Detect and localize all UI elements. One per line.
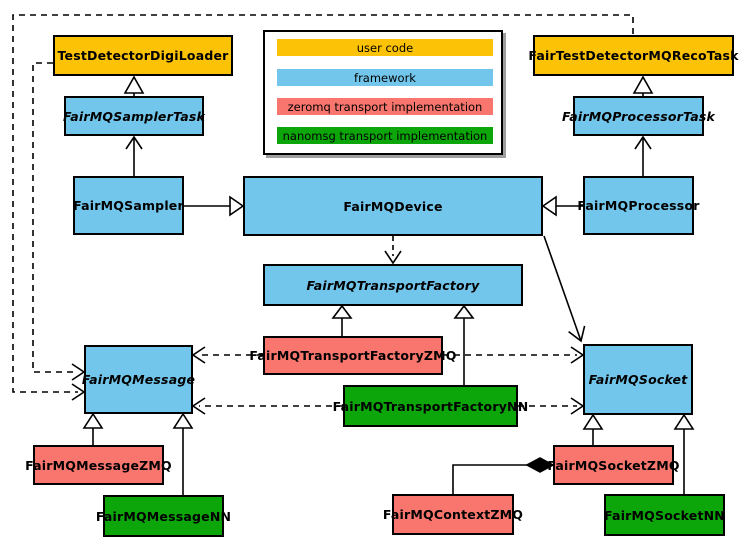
node-fair-test-detector-mq-reco-task: FairTestDetectorMQRecoTask xyxy=(528,35,738,76)
node-fairmq-socket: FairMQSocket xyxy=(583,344,693,415)
legend: user code framework zeromq transport imp… xyxy=(263,30,503,155)
node-fairmq-sampler: FairMQSampler xyxy=(73,176,184,235)
edge-factorynn-inherits-factory xyxy=(453,304,475,385)
node-fairmq-sampler-task: FairMQSamplerTask xyxy=(63,96,205,136)
edge-factoryzmq-to-message xyxy=(191,346,263,364)
node-fairmq-processor-task: FairMQProcessorTask xyxy=(562,96,715,136)
node-fairmq-device: FairMQDevice xyxy=(243,176,543,236)
edge-messagezmq-inherits-message xyxy=(82,412,104,445)
edge-samplertask-to-digiloader xyxy=(123,75,145,96)
edge-device-to-socket xyxy=(543,235,586,343)
legend-item-nanomsg: nanomsg transport implementation xyxy=(277,127,493,144)
node-fairmq-context-zmq: FairMQContextZMQ xyxy=(383,494,523,535)
node-fairmq-transport-factory: FairMQTransportFactory xyxy=(263,264,523,306)
node-fairmq-socket-zmq: FairMQSocketZMQ xyxy=(547,445,679,485)
edge-processor-to-device xyxy=(541,195,583,217)
node-fairmq-transport-factory-nn: FairMQTransportFactoryNN xyxy=(333,385,528,427)
edge-contextzmq-composition-socketzmq xyxy=(452,457,555,494)
edge-processor-to-processortask xyxy=(634,135,652,176)
edge-socketzmq-inherits-socket xyxy=(582,413,604,445)
edge-processortask-to-recotask xyxy=(632,75,654,96)
edge-messagenn-inherits-message xyxy=(172,412,194,495)
node-fairmq-message-zmq: FairMQMessageZMQ xyxy=(25,445,172,485)
node-fairmq-message: FairMQMessage xyxy=(82,345,195,414)
node-test-detector-digi-loader: TestDetectorDigiLoader xyxy=(53,35,233,76)
edge-factorynn-to-message xyxy=(191,397,343,415)
edge-sampler-to-samplertask xyxy=(125,135,143,176)
node-fairmq-transport-factory-zmq: FairMQTransportFactoryZMQ xyxy=(249,336,456,375)
edge-factoryzmq-inherits-factory xyxy=(331,304,353,336)
legend-item-zeromq: zeromq transport implementation xyxy=(277,98,493,115)
legend-item-framework: framework xyxy=(277,69,493,86)
node-fairmq-message-nn: FairMQMessageNN xyxy=(96,495,231,537)
edge-socketnn-inherits-socket xyxy=(673,413,695,494)
edge-sampler-to-device xyxy=(184,195,245,217)
node-fairmq-processor: FairMQProcessor xyxy=(577,176,699,235)
edge-device-to-transportfactory xyxy=(384,236,402,265)
legend-item-user-code: user code xyxy=(277,39,493,56)
node-fairmq-socket-nn: FairMQSocketNN xyxy=(604,494,725,536)
